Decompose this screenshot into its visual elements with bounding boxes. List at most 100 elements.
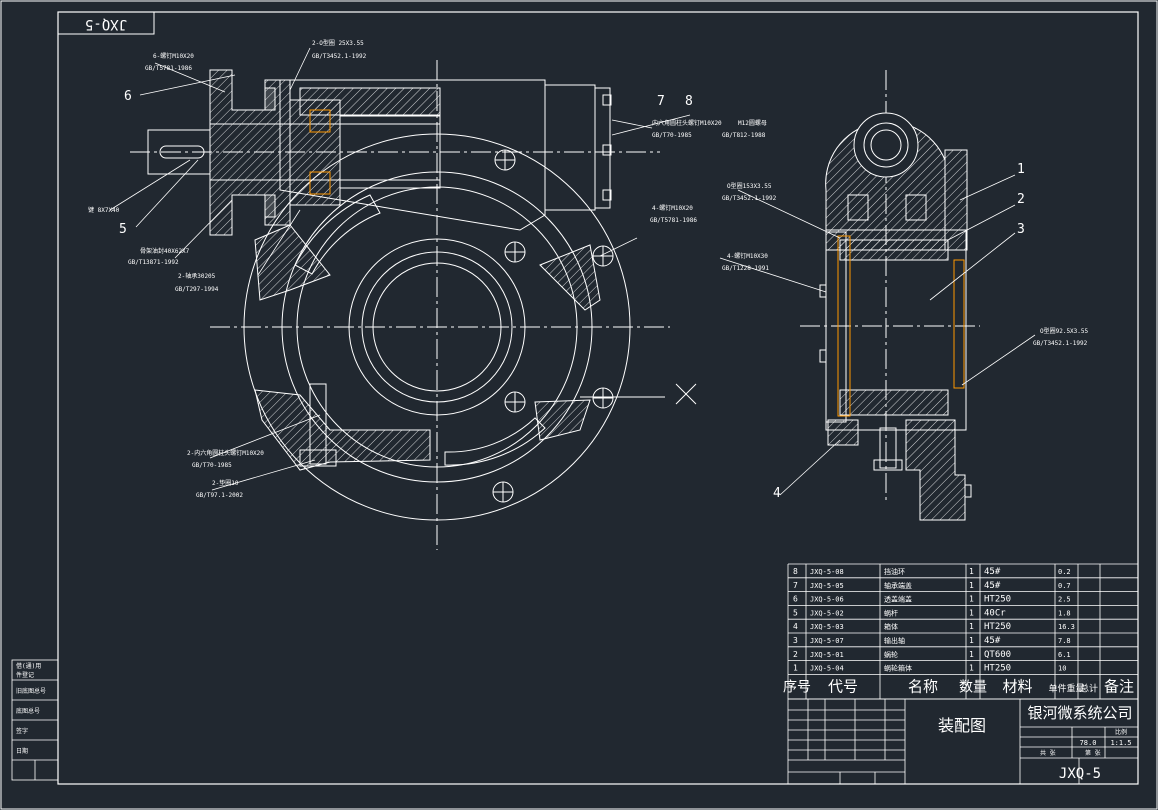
bom-row-no: 5 (793, 608, 798, 617)
drawing-frame (57, 11, 1139, 785)
callout-6: 6 (124, 89, 132, 104)
bom-header-material: 材料 (1002, 678, 1032, 696)
bom-row-material: 45# (984, 636, 1001, 646)
bom-row-weight: 1.8 (1058, 609, 1071, 617)
side-view (800, 70, 980, 521)
bom-row-weight: 6.1 (1058, 651, 1071, 659)
annotation-a23: GB/T70-1985 (192, 462, 232, 469)
sheet-label: 第 张 (1085, 749, 1101, 757)
side-label-1: 件登记 (16, 671, 34, 679)
title-box-text: JXQ-5 (85, 16, 127, 32)
bom-row-qty: 1 (969, 622, 974, 631)
annotation-a10: 内六角圆柱头螺钉M10X20 (652, 119, 722, 127)
annotation-a20: O型圈92.5X3.55 (1040, 327, 1089, 335)
annotation-a12: M12圆螺母 (738, 119, 767, 127)
annotation-a3: 6-螺钉M10X20 (153, 52, 194, 60)
bom-row-name: 蜗轮 (884, 650, 898, 659)
drawing-number: JXQ-5 (1059, 766, 1101, 782)
bom-row-material: HT250 (984, 622, 1011, 632)
callout-7: 7 (657, 94, 665, 109)
scale-label: 比例 (1115, 728, 1127, 736)
bom-row-qty: 1 (969, 567, 974, 576)
bom-row-name: 挡油环 (884, 567, 905, 576)
side-register-table (11, 659, 59, 781)
bom-row-code: JXQ-5-08 (810, 568, 844, 576)
bom-header-total: 总计 (1080, 683, 1098, 695)
bom-row-no: 7 (793, 581, 798, 590)
bom-row-name: 箱体 (884, 622, 898, 631)
callout-4: 4 (773, 486, 781, 501)
annotation-a14: O型圈153X3.55 (727, 182, 772, 190)
bom-row-no: 8 (793, 567, 798, 576)
bom-row-qty: 1 (969, 608, 974, 617)
sheets-label: 共 张 (1040, 749, 1056, 757)
bom-row-qty: 1 (969, 650, 974, 659)
bom-row-name: 蜗杆 (884, 608, 898, 617)
bom-row-name: 透盖端盖 (884, 595, 912, 604)
title-box (57, 11, 155, 35)
annotation-a21: GB/T3452.1-1992 (1033, 340, 1088, 347)
annotation-a19: GB/T1228-1991 (722, 265, 769, 272)
annotation-a15: GB/T3452.1-1992 (722, 195, 777, 202)
callout-8: 8 (685, 94, 693, 109)
bom-row-name: 轴承端盖 (884, 581, 912, 590)
bom-row-code: JXQ-5-02 (810, 609, 844, 617)
side-label-0: 借(通)用 (16, 662, 41, 670)
bom-row-weight: 7.8 (1058, 637, 1071, 645)
bom-header-name: 名称 (908, 678, 938, 696)
annotation-a25: GB/T97.1-2002 (196, 492, 243, 499)
company-name: 银河微系统公司 (1027, 704, 1132, 722)
bom-row-weight: 0.7 (1058, 582, 1071, 590)
bom-row-weight: 2.5 (1058, 596, 1071, 604)
bom-row-no: 6 (793, 595, 798, 604)
callout-5: 5 (119, 222, 127, 237)
annotation-a9: GB/T297-1994 (175, 286, 219, 293)
annotation-a2: GB/T3452.1-1992 (312, 53, 367, 60)
annotation-a17: GB/T5781-1986 (650, 217, 697, 224)
bom-row-no: 3 (793, 636, 798, 645)
annotation-a4: GB/T5781-1986 (145, 65, 192, 72)
bom-row-material: 45# (984, 581, 1001, 591)
side-label-2: 旧底图总号 (16, 687, 46, 695)
bom-row-qty: 1 (969, 595, 974, 604)
bom-row-material: 45# (984, 567, 1001, 577)
annotation-a8: 2-轴承30205 (178, 272, 216, 280)
annotation-a24: 2-垫圈10 (212, 479, 239, 487)
bom-row-name: 输出轴 (884, 636, 905, 645)
bom-row-qty: 1 (969, 664, 974, 673)
bom-row-name: 蜗轮箱体 (884, 664, 912, 673)
scale-value: 1:1.5 (1110, 739, 1131, 747)
bom-header-code: 代号 (828, 678, 858, 696)
bom-row-material: 40Cr (984, 608, 1006, 618)
weight-value: 78.0 (1080, 739, 1097, 747)
bom-row-weight: 10 (1058, 665, 1066, 673)
bom-row-no: 2 (793, 650, 798, 659)
side-label-3: 底图总号 (16, 707, 40, 715)
bom-row-weight: 16.3 (1058, 623, 1075, 631)
bom-row-code: JXQ-5-07 (810, 637, 844, 645)
bom-row-material: HT250 (984, 664, 1011, 674)
bom-row-material: QT600 (984, 650, 1011, 660)
bom-row-qty: 1 (969, 581, 974, 590)
bom-row-code: JXQ-5-05 (810, 582, 844, 590)
bom-row-code: JXQ-5-03 (810, 623, 844, 631)
annotation-a7: GB/T13871-1992 (128, 259, 179, 266)
callout-3: 3 (1017, 222, 1025, 237)
bom-table (787, 563, 1139, 700)
annotation-a11: GB/T70-1985 (652, 132, 692, 139)
annotation-a6: 骨架油封40X62X7 (140, 247, 190, 255)
drawing-name: 装配图 (938, 716, 986, 735)
bom-row-no: 1 (793, 664, 798, 673)
annotation-a22: 2-内六角圆柱头螺钉M10X20 (187, 449, 264, 457)
bom-row-code: JXQ-5-06 (810, 596, 844, 604)
bom-row-no: 4 (793, 622, 798, 631)
annotations: 2-O型圈 25X3.55 GB/T3452.1-1992 6-螺钉M10X20… (88, 39, 1089, 499)
leader-lines (109, 47, 1036, 496)
bom-row-code: JXQ-5-01 (810, 651, 844, 659)
bom-header-remark: 备注 (1104, 678, 1134, 696)
bom-header-qty: 数量 (959, 680, 987, 696)
callout-1: 1 (1017, 162, 1025, 177)
annotation-a13: GB/T812-1988 (722, 132, 766, 139)
